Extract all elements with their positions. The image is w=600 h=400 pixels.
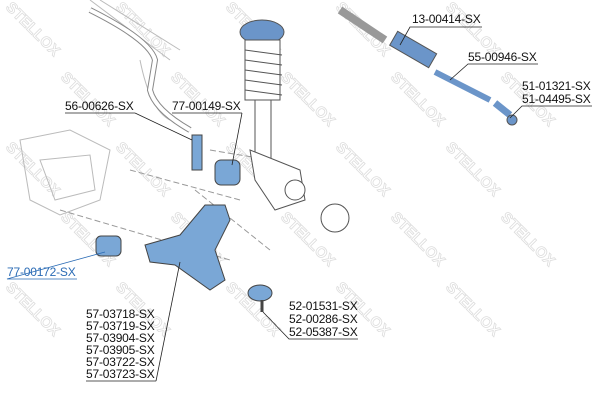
label-control-arm-2[interactable]: 57-03719-SX bbox=[86, 319, 155, 333]
watermark-text: STELLOX bbox=[442, 279, 503, 340]
label-arm-bushing[interactable]: 77-00172-SX bbox=[7, 265, 76, 279]
watermark-text: STELLOX bbox=[332, 139, 393, 200]
label-ball-joint-1[interactable]: 52-01531-SX bbox=[289, 299, 358, 313]
label-stabilizer-bushing[interactable]: 77-00149-SX bbox=[172, 99, 241, 113]
stabilizer-bushing bbox=[214, 159, 241, 186]
leader-lines bbox=[6, 26, 592, 382]
watermark-text: STELLOX bbox=[497, 209, 558, 270]
label-control-arm-6[interactable]: 57-03723-SX bbox=[86, 367, 155, 381]
parts bbox=[95, 134, 273, 312]
watermark-text: STELLOX bbox=[277, 69, 338, 130]
watermark-text: STELLOX bbox=[387, 69, 448, 130]
label-tie-rod-end-2[interactable]: 51-04495-SX bbox=[522, 92, 591, 106]
label-ball-joint-3[interactable]: 52-05387-SX bbox=[289, 325, 358, 339]
label-control-arm-3[interactable]: 57-03904-SX bbox=[86, 331, 155, 345]
watermark-text: STELLOX bbox=[112, 139, 173, 200]
label-control-arm-1[interactable]: 57-03718-SX bbox=[86, 307, 155, 321]
label-stabilizer-link[interactable]: 56-00626-SX bbox=[65, 99, 134, 113]
label-tie-rod[interactable]: 55-00946-SX bbox=[468, 50, 537, 64]
label-tie-rod-end-1[interactable]: 51-01321-SX bbox=[522, 79, 591, 93]
label-steering-boot[interactable]: 13-00414-SX bbox=[412, 12, 481, 26]
stabilizer-link bbox=[191, 134, 203, 171]
label-ball-joint-2[interactable]: 52-00286-SX bbox=[289, 312, 358, 326]
stabilizer-bar-highlight bbox=[89, 8, 191, 132]
ball-joint bbox=[247, 284, 273, 302]
watermark-text: STELLOX bbox=[387, 209, 448, 270]
watermark-text: STELLOX bbox=[2, 279, 63, 340]
arm-bushing bbox=[95, 235, 122, 257]
watermark-text: STELLOX bbox=[2, 0, 63, 60]
label-control-arm-5[interactable]: 57-03722-SX bbox=[86, 355, 155, 369]
watermark-text: STELLOX bbox=[442, 139, 503, 200]
subframe-outline bbox=[19, 0, 181, 216]
steering-rack bbox=[337, 6, 518, 126]
label-control-arm-4[interactable]: 57-03905-SX bbox=[86, 343, 155, 357]
strut-assembly bbox=[239, 19, 350, 233]
control-arm bbox=[144, 204, 231, 291]
watermark-text: STELLOX bbox=[2, 139, 63, 200]
